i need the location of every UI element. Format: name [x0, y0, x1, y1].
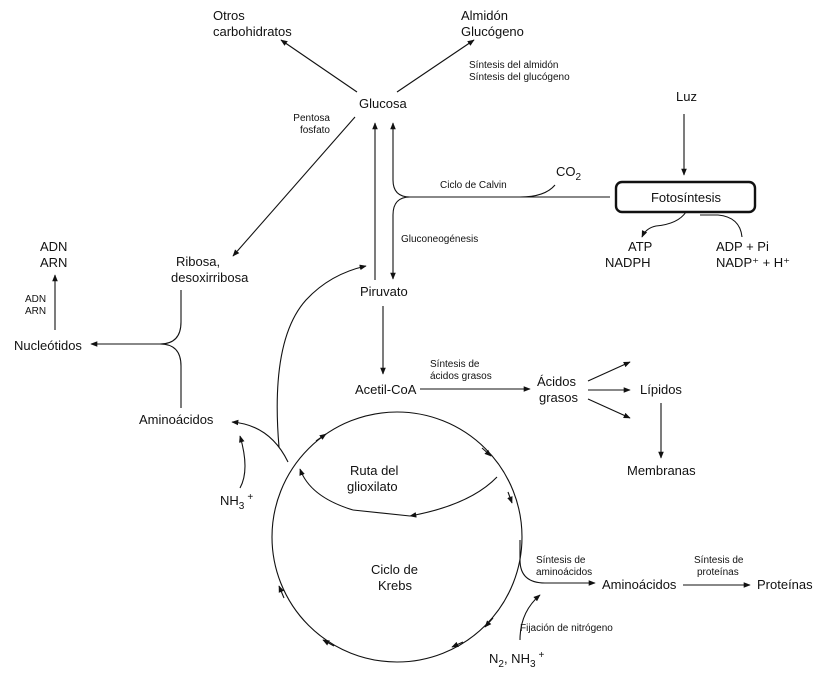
krebs-arrow-3: [507, 491, 513, 504]
label-proteinas: Proteínas: [757, 577, 813, 592]
label-fijacion: Fijación de nitrógeno: [520, 623, 613, 634]
label-luz: Luz: [676, 89, 697, 104]
krebs-arrow-6: [322, 639, 335, 647]
krebs-arrow-1: [315, 433, 327, 442]
label-aminoacidos-right: Aminoácidos: [602, 577, 677, 592]
arrow-ribosa-nucleotidos: [90, 290, 182, 347]
label-aminoacidos-left: Aminoácidos: [139, 412, 214, 427]
arrow-acidos-up: [587, 361, 631, 382]
arrow-glioxilato-upper: [299, 468, 354, 511]
label-nadph: NADPH: [605, 255, 651, 270]
arrow-glucosa-almidon: [396, 39, 475, 93]
arrow-krebs-piruvato: [276, 264, 367, 448]
label-sintesis-almidon-1: Síntesis del almidón: [469, 60, 559, 71]
label-co2: CO2: [556, 164, 582, 183]
label-ruta-2: glioxilato: [347, 479, 398, 494]
arrow-fotosintesis-atp: [641, 211, 687, 238]
label-acidos-2: grasos: [539, 390, 579, 405]
label-adn: ADN: [40, 239, 67, 254]
label-pentosa-2: fosfato: [300, 125, 330, 136]
label-almidon-1: Almidón: [461, 8, 508, 23]
label-ruta-1: Ruta del: [350, 463, 399, 478]
label-nucleotidos: Nucleótidos: [14, 338, 82, 353]
label-glucosa: Glucosa: [359, 96, 407, 111]
label-piruvato: Piruvato: [360, 284, 408, 299]
arrow-krebs-aminoacidos-right: [519, 540, 596, 586]
label-atp: ATP: [628, 239, 652, 254]
label-adp: ADP + Pi: [716, 239, 769, 254]
label-krebs-1: Ciclo de: [371, 562, 418, 577]
arrow-glucosa-otros: [280, 39, 358, 93]
label-sintesis-acidos-1: Síntesis de: [430, 359, 480, 370]
label-sintesis-amino-2: aminoácidos: [536, 567, 592, 578]
krebs-arrow-4: [484, 617, 494, 628]
label-gluconeogenesis: Gluconeogénesis: [401, 234, 478, 245]
arrow-glioxilato-lower: [409, 476, 498, 518]
line-co2: [519, 184, 556, 198]
krebs-arrow-7: [278, 585, 285, 599]
arrow-nh3: [239, 435, 246, 489]
arrow-pentosa-ribosa: [232, 116, 356, 257]
arrow-krebs-aminoacidos: [231, 419, 289, 463]
label-sintesis-almidon-2: Síntesis del glucógeno: [469, 72, 570, 83]
label-fotosintesis: Fotosíntesis: [651, 190, 722, 205]
label-sintesis-proteinas-2: proteínas: [697, 567, 739, 578]
label-pentosa-1: Pentosa: [293, 113, 330, 124]
label-lipidos: Lípidos: [640, 382, 682, 397]
line-aminoacidos-join: [159, 343, 182, 408]
krebs-arrow-5: [451, 641, 464, 648]
label-acetil: Acetil-CoA: [355, 382, 417, 397]
arrow-acidos-down: [587, 398, 631, 419]
krebs-cycle-circle: [271, 411, 523, 663]
line-adp-fotosintesis: [700, 214, 743, 238]
label-n2: N2, NH3+: [489, 650, 545, 670]
arrow-fijacion: [519, 594, 541, 641]
label-adn-small: ADN: [25, 294, 46, 305]
label-ribosa-1: Ribosa,: [176, 254, 220, 269]
label-acidos-1: Ácidos: [537, 374, 577, 389]
label-almidon-2: Glucógeno: [461, 24, 524, 39]
label-otros-2: carbohidratos: [213, 24, 292, 39]
label-ribosa-2: desoxirribosa: [171, 270, 249, 285]
label-arn-small: ARN: [25, 306, 46, 317]
arrow-calvin-piruvato: [390, 196, 411, 280]
label-nadp: NADP⁺ + H⁺: [716, 255, 790, 270]
label-arn: ARN: [40, 255, 67, 270]
label-otros-1: Otros: [213, 8, 245, 23]
label-krebs-2: Krebs: [378, 578, 412, 593]
label-sintesis-proteinas-1: Síntesis de: [694, 555, 744, 566]
label-sintesis-acidos-2: ácidos grasos: [430, 371, 492, 382]
label-nh3: NH3+: [220, 492, 253, 512]
label-ciclo-calvin: Ciclo de Calvin: [440, 180, 507, 191]
line-glioxilato-mid: [352, 509, 411, 517]
label-sintesis-amino-1: Síntesis de: [536, 555, 586, 566]
krebs-arrow-2: [481, 447, 492, 457]
label-membranas: Membranas: [627, 463, 696, 478]
